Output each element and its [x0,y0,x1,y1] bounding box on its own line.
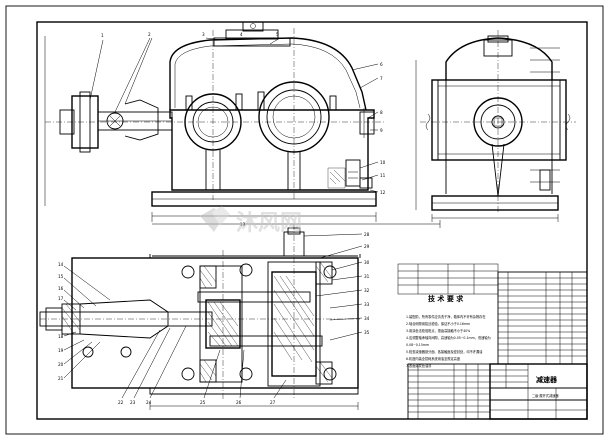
outer-border [5,5,604,435]
balloon-5: 5 [276,32,279,37]
balloon-20: 20 [58,362,64,367]
balloon-7: 7 [380,76,383,81]
requirement-line-8: 7.表面涂灰色油漆 [406,363,432,368]
balloon-14: 14 [58,262,64,267]
balloon-25: 25 [200,400,206,405]
balloon-33: 33 [364,302,370,307]
balloon-18: 18 [58,334,64,339]
title-block [489,363,588,420]
watermark-logo [200,206,230,232]
front-view [44,21,441,228]
requirement-line-1: 1.装配前，所有零件应清洗干净，箱体内不许有杂物存在 [406,314,486,319]
balloon-11: 11 [380,173,386,178]
title-block-subtitle: 二级·展开式减速器 [532,393,559,398]
balloon-8: 8 [380,110,383,115]
balloon-28: 28 [364,232,370,237]
left-parts-list [407,363,491,420]
balloon-22: 22 [118,400,124,405]
inner-frame [36,21,588,420]
title-block-name: 减速器 [536,375,558,384]
balloon-15: 15 [58,274,64,279]
balloon-17: 17 [58,296,64,301]
balloon-10: 10 [380,160,386,165]
requirements-title: 技 术 要 求 [428,294,464,303]
balloon-3: 3 [202,32,205,37]
balloon-34: 34 [364,316,370,321]
parts-list [497,271,588,365]
balloon-1: 1 [101,33,104,38]
balloon-16: 16 [58,286,64,291]
requirement-line-2: 2.啮合侧隙用铅丝检验，保证不小于0.16mm [406,321,470,326]
requirement-line-4: 4.应调整轴承轴向间隙，高速轴为0.05~0.1mm，低速轴为 [406,335,491,340]
balloon-23: 23 [130,400,136,405]
requirement-line-7: 6.机座内装全损耗系统用油至规定高度 [406,356,461,361]
balloon-32: 32 [364,288,370,293]
side-view [415,30,576,222]
balloon-6: 6 [380,62,383,67]
balloon-21: 21 [58,376,64,381]
balloon-12: 12 [380,190,386,195]
balloon-4: 4 [240,32,243,37]
requirement-line-5: 0.08~0.15mm [406,343,429,347]
balloon-31: 31 [364,274,370,279]
requirement-line-6: 5.检查减速器剖分面、各接触面及密封处，均不许漏油 [406,349,482,354]
watermark-text: 沐风网 [236,211,302,236]
requirement-line-3: 3.用涂色法检验斑点，按齿高接触不小于40% [406,328,470,333]
balloon-35: 35 [364,330,370,335]
balloon-2: 2 [148,32,151,37]
balloon-9: 9 [380,128,383,133]
balloon-13: 13 [240,222,246,227]
balloon-29: 29 [364,244,370,249]
balloon-26: 26 [236,400,242,405]
balloon-30: 30 [364,260,370,265]
technical-requirements [397,263,499,295]
plan-view [39,224,363,410]
balloon-19: 19 [58,348,64,353]
balloon-27: 27 [270,400,276,405]
balloon-24: 24 [146,400,152,405]
